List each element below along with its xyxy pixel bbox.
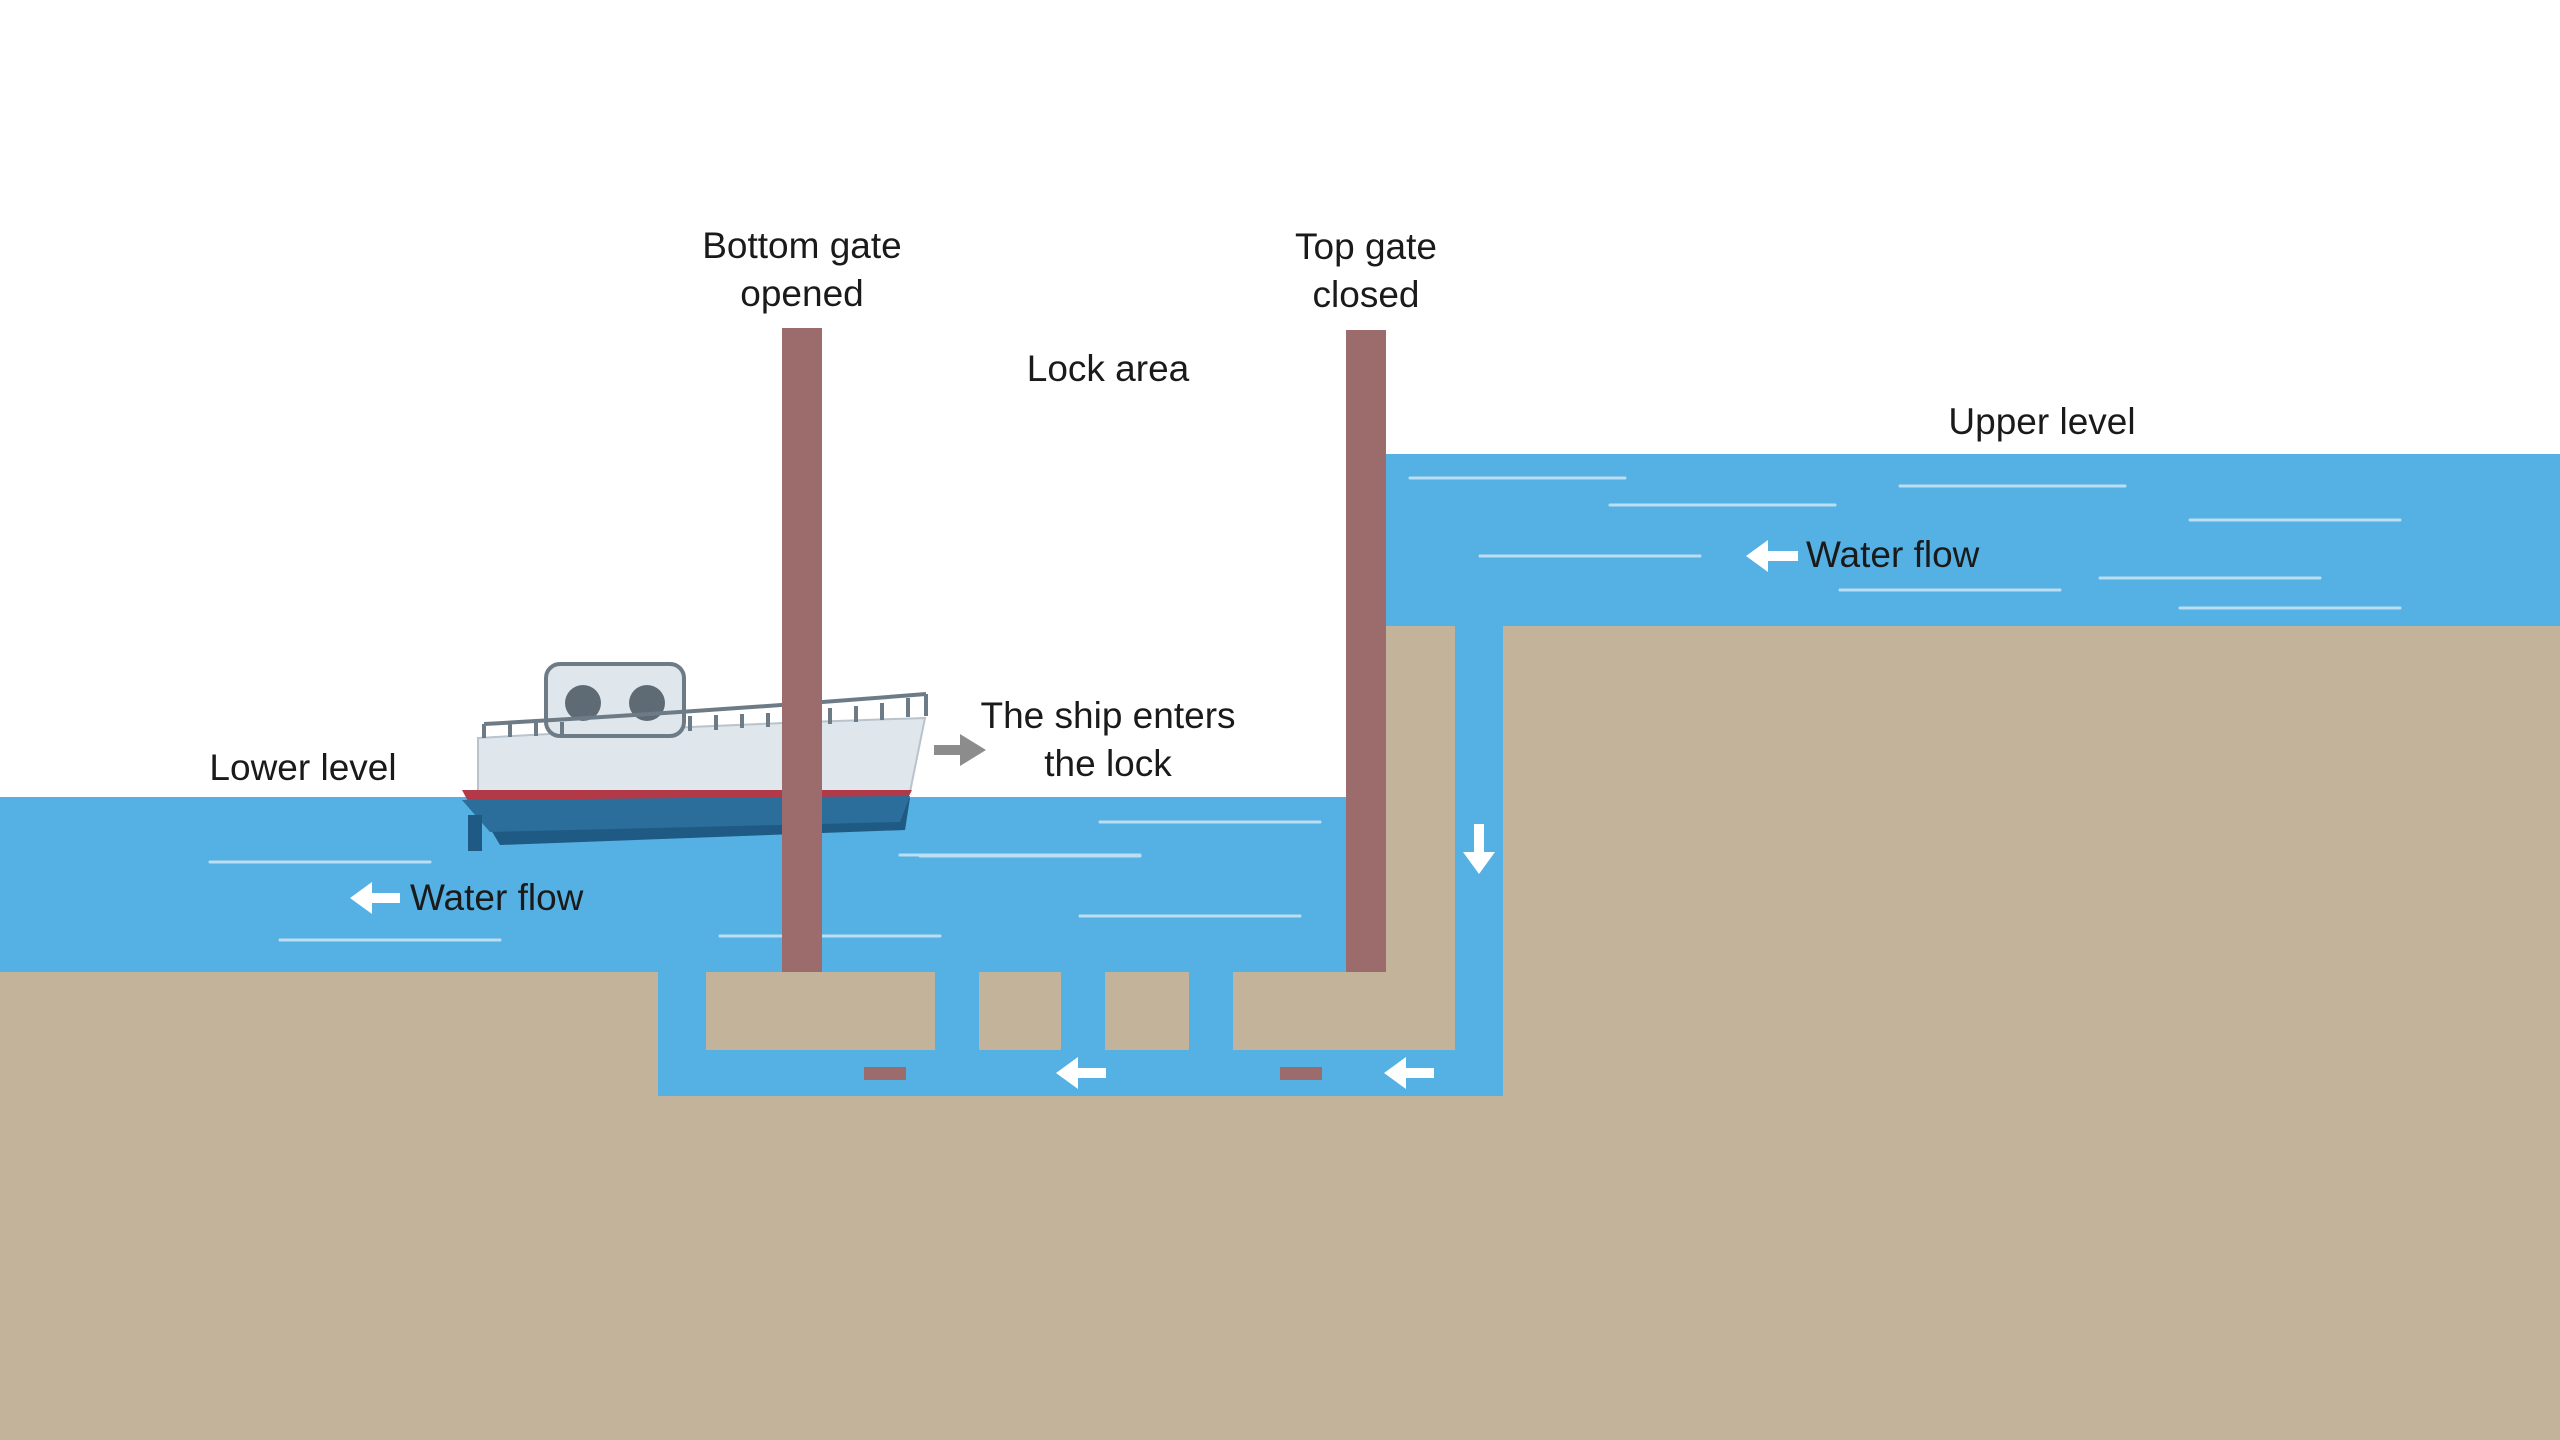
lower-water-flow-label: Water flow [410,877,584,918]
ship-direction-arrow [934,734,986,766]
culvert-riser-1 [658,970,706,1060]
top-gate-label-line1: Top gate [1295,226,1437,267]
upper-water-flow-label: Water flow [1806,534,1980,575]
upper-ground [1386,626,2560,976]
culvert-system [658,624,1503,1096]
upper-water [1386,454,2560,626]
ground [0,970,2560,1440]
bottom-gate-label-line2: opened [740,273,863,314]
lower-level-label: Lower level [209,747,396,788]
culvert-riser-3 [1061,970,1105,1060]
upper-level-label: Upper level [1948,401,2135,442]
upper-flow-arrow [1746,540,1798,572]
culvert-down-arrow [1463,824,1495,874]
water-ripples [208,476,2402,942]
ship-porthole-1 [565,685,601,721]
ship-enters-label-line2: the lock [1044,743,1172,784]
ship [462,662,928,851]
ship-rudder [468,815,482,851]
ship-railing [482,692,928,738]
valve-top [1280,1067,1322,1080]
valve-bottom [864,1067,906,1080]
culvert-arrow-left [1056,1057,1106,1089]
ship-hull [477,716,927,802]
culvert-riser-2 [935,970,979,1060]
culvert-arrow-right [1384,1057,1434,1089]
top-gate-label-line2: closed [1313,274,1420,315]
culvert-riser-4 [1189,970,1233,1060]
top-gate [1346,330,1386,972]
lower-flow-arrow [350,882,400,914]
ship-enters-label-line1: The ship enters [980,695,1235,736]
lock-area-label: Lock area [1027,348,1190,389]
bottom-gate-label-line1: Bottom gate [702,225,902,266]
bottom-gate-front [782,700,822,972]
